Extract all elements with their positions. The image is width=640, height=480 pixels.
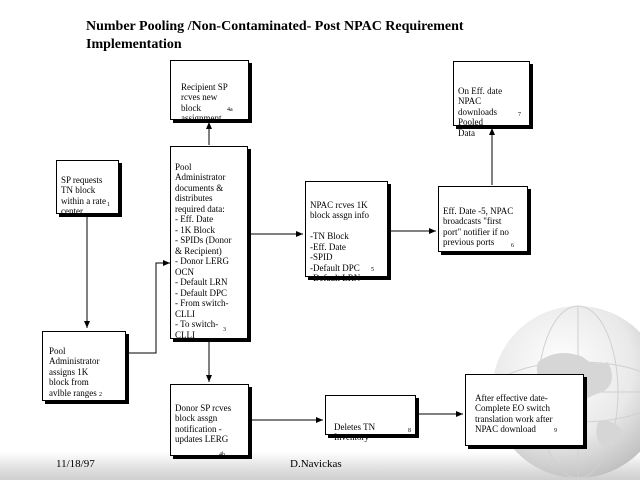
- step-number: 6: [511, 243, 514, 249]
- box-on-eff-date: On Eff. date NPAC downloads Pooled Data …: [453, 61, 530, 138]
- box-text: Donor SP rcves block assgn notification …: [175, 402, 232, 445]
- box-text: After effective date- Complete EO switch…: [475, 392, 553, 435]
- box-text: Recipient SP rcves new block assignment.: [181, 81, 228, 124]
- box-pool-admin-assigns: Pool Administrator assigns 1K block from…: [42, 331, 126, 401]
- box-text: On Eff. date NPAC downloads Pooled Data: [458, 85, 503, 138]
- box-text: Pool Administrator documents & distribut…: [175, 161, 232, 340]
- step-number: 4b: [219, 452, 225, 458]
- box-after-effective: After effective date- Complete EO switch…: [465, 374, 584, 446]
- step-number: 4a: [227, 107, 233, 113]
- arrow-2-to-3: [128, 260, 170, 354]
- box-text: Pool Administrator assigns 1K block from…: [49, 345, 100, 398]
- step-number: 7: [518, 112, 521, 118]
- step-number: 3: [223, 327, 226, 333]
- box-donor-sp: Donor SP rcves block assgn notification …: [170, 384, 249, 458]
- footer-date: 11/18/97: [56, 458, 95, 470]
- box-text: Eff. Date -5, NPAC broadcasts "first por…: [443, 205, 514, 248]
- step-number: 2: [99, 392, 102, 398]
- box-text: Deletes TN Inventory: [334, 421, 376, 443]
- step-number: 9: [554, 428, 557, 434]
- box-deletes-tn: Deletes TN Inventory 8: [325, 395, 416, 442]
- step-number: 5: [371, 267, 374, 273]
- box-npac-rcves: NPAC rcves 1K block assgn info -TN Block…: [305, 181, 388, 283]
- box-pool-admin-documents: Pool Administrator documents & distribut…: [170, 146, 248, 340]
- box-sp-requests: SP requests TN block within a rate cente…: [56, 160, 119, 217]
- box-text: SP requests TN block within a rate cente…: [61, 174, 106, 217]
- step-number: 8: [408, 428, 411, 434]
- box-eff-date-minus5: Eff. Date -5, NPAC broadcasts "first por…: [438, 186, 528, 252]
- slide-title: Number Pooling /Non-Contaminated- Post N…: [86, 19, 464, 52]
- step-number: 1: [107, 202, 110, 208]
- box-recipient-sp: Recipient SP rcves new block assignment.…: [170, 60, 249, 123]
- footer-author: D.Navickas: [290, 458, 342, 470]
- box-text: NPAC rcves 1K block assgn info -TN Block…: [310, 199, 369, 284]
